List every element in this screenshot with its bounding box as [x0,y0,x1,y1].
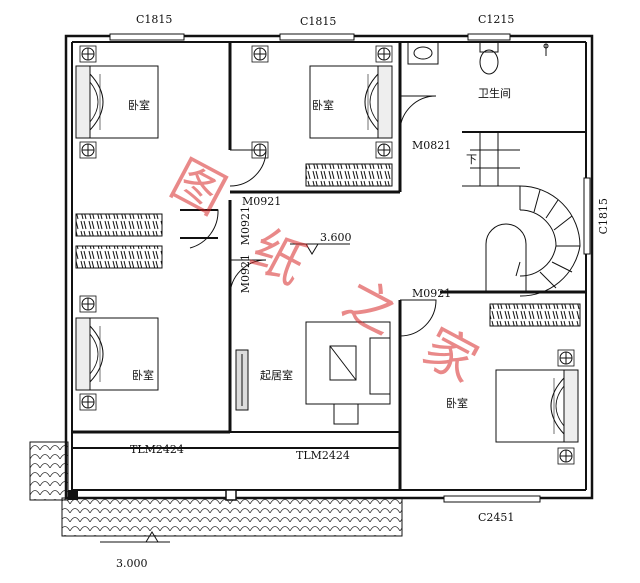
room-label-bedroom-top-mid: 卧室 [312,99,334,112]
level-label-terrace: 3.000 [116,557,148,570]
window-label-bottom: C2451 [478,511,515,524]
living-furniture [235,321,391,425]
door-label-slide-right: TLM2424 [296,449,350,462]
spiral-stair [462,132,581,297]
wardrobes [75,163,581,327]
bathroom-fixtures [407,41,549,75]
window-label-top-mid: C1815 [300,15,337,28]
room-label-bathroom: 卫生间 [478,87,511,100]
roof-tile-left [29,441,69,501]
door-label-bed2: M0921 [242,195,282,208]
door-label-bed4: M0921 [412,287,452,300]
window-label-top-left: C1815 [136,13,173,26]
window-marks [109,33,591,503]
room-label-bedroom-top-left: 卧室 [128,99,150,112]
window-label-right: C1815 [597,198,610,235]
post-mid [225,489,237,501]
door-label-bath: M0821 [412,139,452,152]
bed-bottom-right [495,369,579,443]
level-label-floor: 3.600 [320,231,352,244]
door-label-slide-left: TLM2424 [130,443,184,456]
door-swings [180,95,437,337]
stair-down-label: 下 [466,153,477,166]
window-label-top-right: C1215 [478,13,515,26]
roof-tile-bottom [61,497,403,537]
room-label-living: 起居室 [260,369,293,382]
door-label-bed1: M0921 [239,206,252,246]
level-markers [100,243,350,543]
post-left [68,490,78,500]
room-label-bedroom-bottom-left: 卧室 [132,369,154,382]
room-label-bedroom-bottom-right: 卧室 [446,397,468,410]
